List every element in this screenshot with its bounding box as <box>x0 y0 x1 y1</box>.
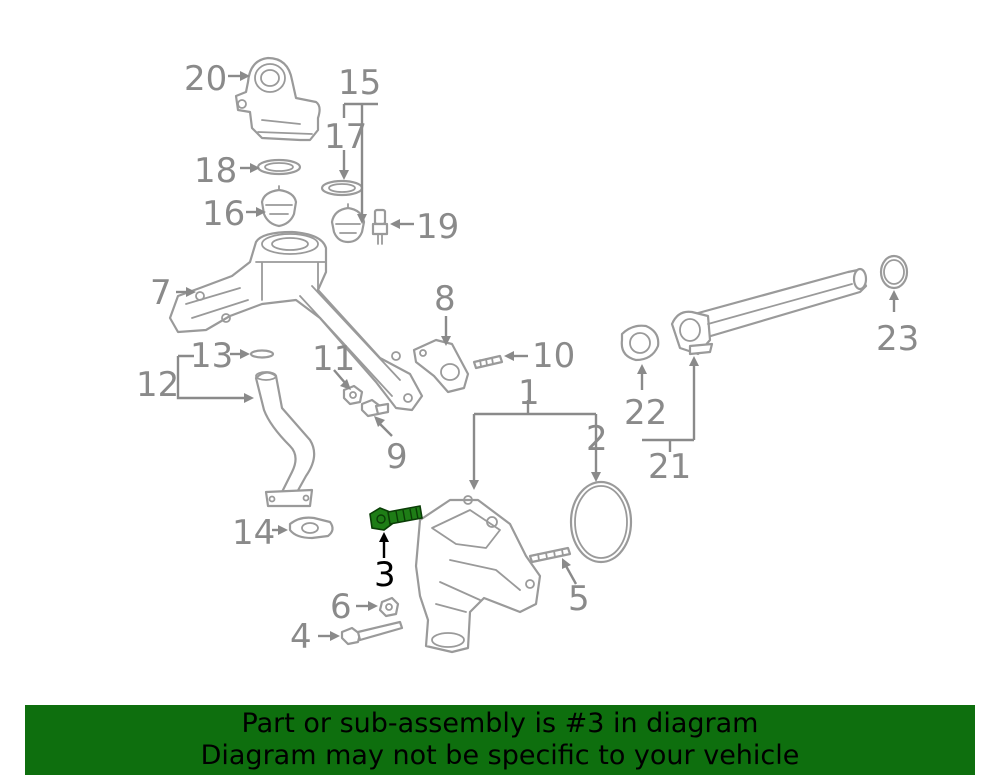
label-1: 1 <box>518 373 540 413</box>
label-19: 19 <box>416 207 459 247</box>
part-16-thermostat[interactable] <box>260 185 298 228</box>
label-7: 7 <box>150 273 172 313</box>
part-14-gasket[interactable] <box>288 516 334 540</box>
label-14: 14 <box>232 513 275 553</box>
banner-line-part-number: Part or sub-assembly is #3 in diagram <box>241 708 759 739</box>
parts-diagram: 1 2 3 4 5 6 7 8 9 10 11 12 13 14 15 16 1… <box>136 56 919 657</box>
label-20: 20 <box>184 59 227 99</box>
part-2-o-ring[interactable] <box>569 480 633 564</box>
part-18-gasket[interactable] <box>256 158 302 176</box>
label-11: 11 <box>312 339 355 379</box>
part-22-flange-gasket[interactable] <box>620 324 660 362</box>
part-12-bypass-pipe[interactable] <box>254 371 316 508</box>
label-4: 4 <box>290 617 312 657</box>
label-8: 8 <box>434 279 456 319</box>
part-9-bolt[interactable] <box>360 398 390 418</box>
notice-banner: Part or sub-assembly is #3 in diagram Di… <box>25 705 975 775</box>
part-13-o-ring[interactable] <box>249 349 275 359</box>
label-18: 18 <box>194 151 237 191</box>
part-4-bolt[interactable] <box>340 620 404 646</box>
leader-lines <box>176 71 899 641</box>
part-15-thermostat[interactable] <box>330 203 366 244</box>
part-11-nut[interactable] <box>342 384 364 406</box>
part-8-gasket-plate[interactable] <box>412 338 470 394</box>
label-2: 2 <box>586 419 608 459</box>
label-10: 10 <box>532 336 575 376</box>
label-23: 23 <box>876 319 919 359</box>
part-6-nut[interactable] <box>378 596 400 618</box>
part-21-pipe[interactable] <box>670 267 868 356</box>
part-17-gasket[interactable] <box>320 179 364 197</box>
part-3-bolt[interactable] <box>369 505 423 531</box>
part-20-outlet-housing[interactable] <box>234 56 321 142</box>
banner-line-disclaimer: Diagram may not be specific to your vehi… <box>200 740 800 771</box>
label-9: 9 <box>386 437 408 477</box>
label-12: 12 <box>136 365 179 405</box>
label-5: 5 <box>568 579 590 619</box>
label-3[interactable]: 3 <box>374 555 396 595</box>
part-23-o-ring[interactable] <box>879 254 909 290</box>
label-13: 13 <box>190 336 233 376</box>
label-17: 17 <box>324 117 367 157</box>
callout-labels: 1 2 3 4 5 6 7 8 9 10 11 12 13 14 15 16 1… <box>136 59 919 657</box>
part-19-sensor[interactable] <box>371 208 389 245</box>
label-15: 15 <box>338 63 381 103</box>
part-5-stud[interactable] <box>528 546 572 564</box>
label-6: 6 <box>330 587 352 627</box>
part-10-stud[interactable] <box>472 354 504 370</box>
label-21: 21 <box>648 447 691 487</box>
part-1-water-pump[interactable] <box>414 495 542 654</box>
label-22: 22 <box>624 393 667 433</box>
label-16: 16 <box>202 194 245 234</box>
part-7-coolant-manifold[interactable] <box>168 230 424 412</box>
